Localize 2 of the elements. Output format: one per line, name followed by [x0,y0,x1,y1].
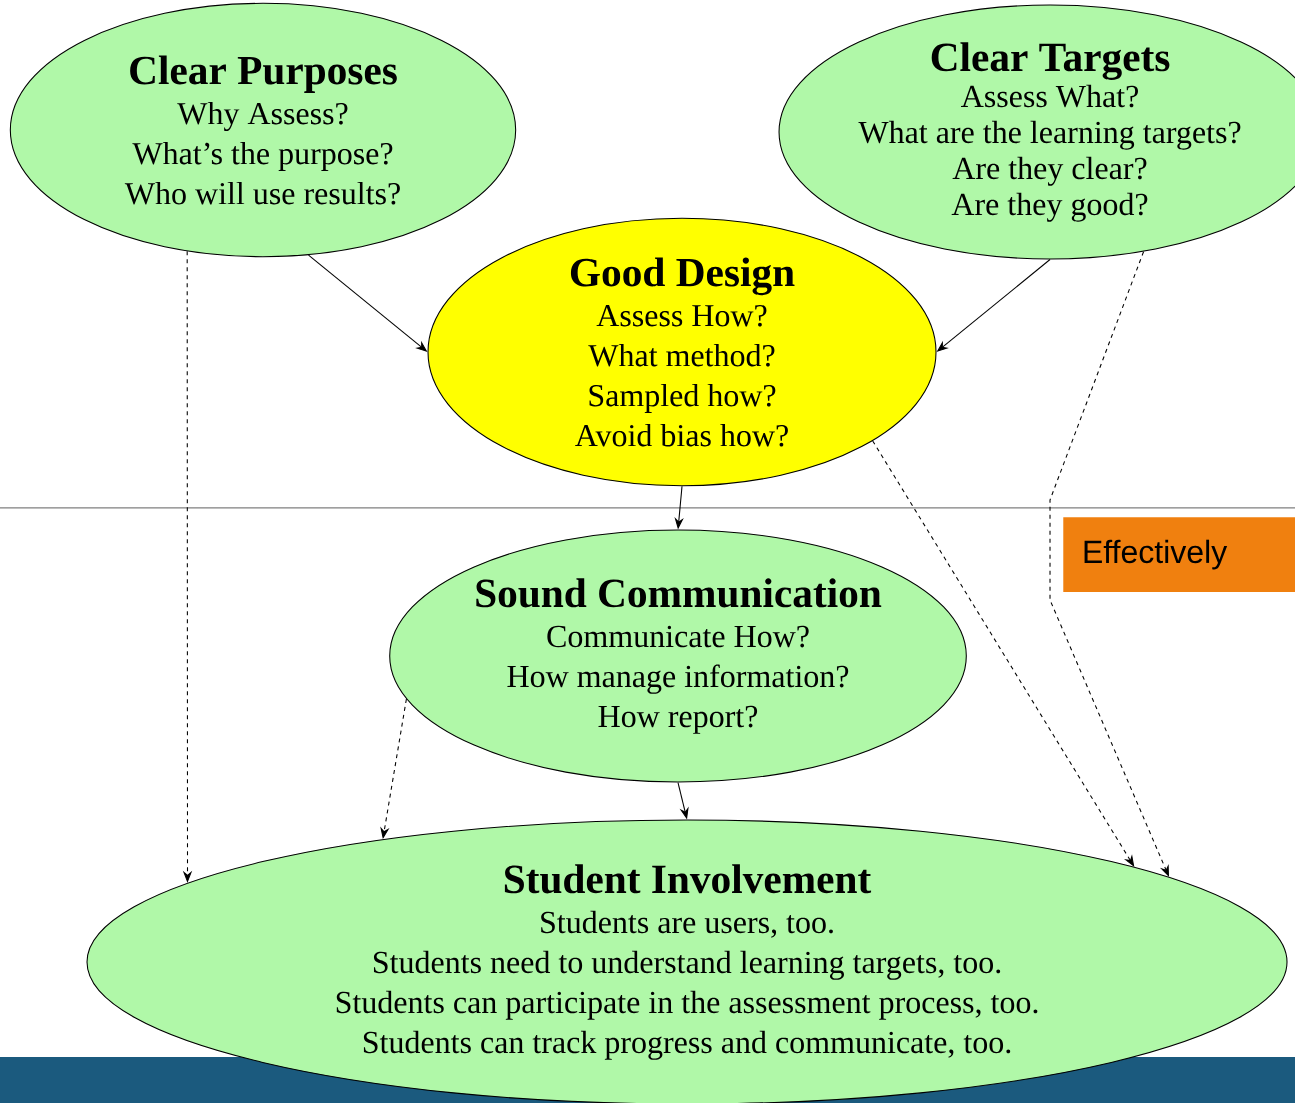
label-box: Effectively [1063,517,1295,592]
arrow [872,440,1135,867]
